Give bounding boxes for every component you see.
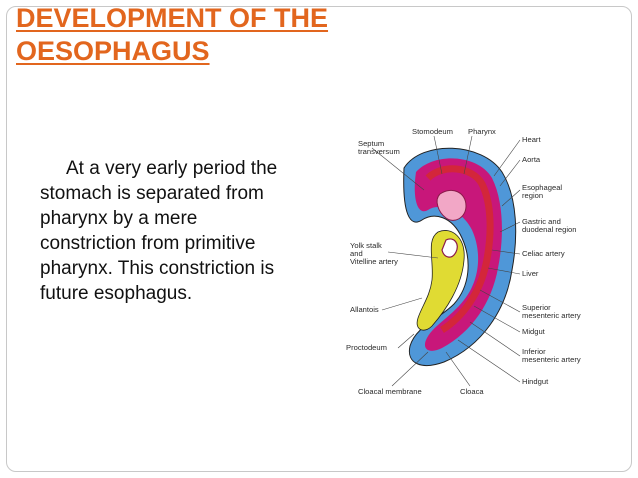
slide-title: DEVELOPMENT OF THE OESOPHAGUS [16, 2, 328, 68]
label-yolk-1: Yolk stalk [350, 241, 382, 250]
body-line-1: At a very early period the [66, 158, 278, 179]
label-superior-2: mesenteric artery [522, 311, 581, 320]
embryo-illustration [371, 135, 521, 387]
label-cloacal-membrane: Cloacal membrane [358, 387, 422, 396]
slide-body-text: At a very early period the stomach is se… [40, 156, 342, 336]
label-septum-2: transversum [358, 147, 400, 156]
label-cloaca: Cloaca [460, 387, 484, 396]
label-esophageal-2: region [522, 191, 544, 200]
title-line-2: OESOPHAGUS [16, 36, 210, 66]
label-aorta: Aorta [522, 155, 541, 164]
embryo-foregut-loop [441, 238, 458, 258]
body-line-2: stomach is separated from [40, 183, 264, 204]
leader-lines [371, 135, 521, 387]
label-inferior-2: mesenteric artery [522, 355, 581, 364]
slide-frame [6, 6, 632, 472]
label-inferior-1: Inferior [522, 347, 546, 356]
body-line-4: constriction from primitive [40, 233, 256, 254]
label-heart: Heart [522, 135, 541, 144]
label-liver: Liver [522, 269, 539, 278]
label-septum-1: Septum [358, 139, 385, 148]
embryo-magenta-layer [414, 158, 502, 351]
label-midgut: Midgut [522, 327, 545, 336]
label-proctodeum: Proctodeum [346, 343, 387, 352]
label-esophageal-1: Esophageal [522, 183, 563, 192]
label-pharynx: Pharynx [468, 127, 496, 136]
label-yolk-2: and [350, 249, 363, 258]
title-line-1: DEVELOPMENT OF THE [16, 3, 329, 33]
embryo-gut-diagram: Stomodeum Pharynx Septum transversum Hea… [342, 120, 598, 402]
body-line-5: pharynx. This constriction is [40, 258, 275, 279]
label-gastric-1: Gastric and [522, 217, 561, 226]
body-line-3: pharynx by a mere [40, 208, 198, 229]
label-celiac: Celiac artery [522, 249, 565, 258]
embryo-gut-tube [425, 165, 494, 333]
label-superior-1: Superior [522, 303, 551, 312]
label-gastric-2: duodenal region [522, 225, 577, 234]
body-line-6: future esophagus. [40, 283, 193, 304]
label-hindgut: Hindgut [522, 377, 549, 386]
label-allantois: Allantois [350, 305, 379, 314]
label-yolk-3: Vitelline artery [350, 257, 398, 266]
label-stomodeum: Stomodeum [412, 127, 453, 136]
embryo-heart-region [436, 190, 467, 221]
